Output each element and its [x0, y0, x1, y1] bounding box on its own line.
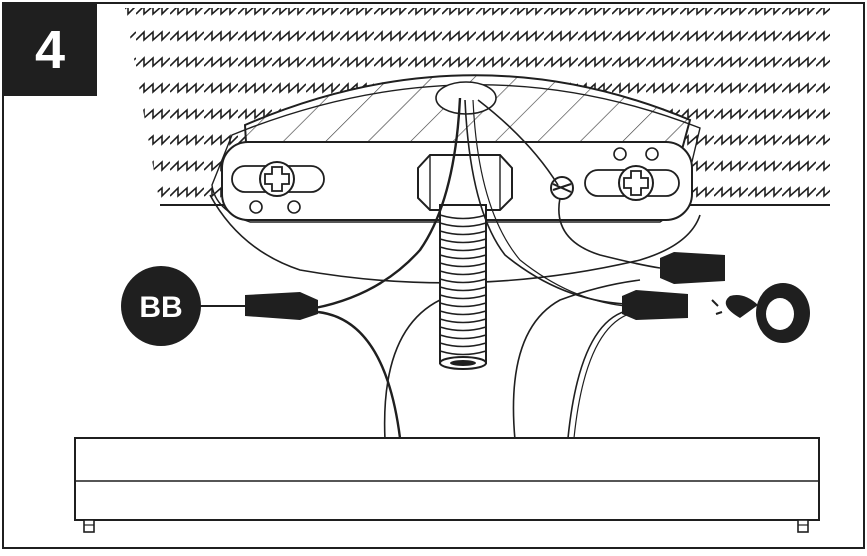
wire-nut-icon	[195, 292, 318, 320]
callout-bb: BB	[121, 266, 201, 346]
nipple-icon	[439, 204, 487, 370]
wire-nut-icon	[622, 290, 688, 320]
thread-line	[439, 230, 487, 236]
thread-line	[439, 246, 487, 252]
thread-line	[439, 262, 487, 268]
screw-icon	[618, 165, 654, 201]
arm-left-edge	[383, 299, 441, 441]
wires	[314, 97, 661, 439]
electrical-tape-icon	[711, 283, 810, 343]
thread-line	[439, 350, 487, 356]
thread-line	[439, 254, 487, 260]
thread-line	[439, 214, 487, 220]
arm-right-edge	[512, 279, 641, 441]
thread-line	[439, 342, 487, 348]
thread-line	[439, 310, 487, 316]
thread-line	[439, 334, 487, 340]
fixture-foot-right	[797, 519, 809, 533]
thread-line	[439, 222, 487, 228]
hex-nut	[417, 154, 513, 211]
thread-line	[439, 270, 487, 276]
fixture-body	[74, 437, 820, 533]
thread-line	[439, 326, 487, 332]
thread-line	[439, 302, 487, 308]
frame-border	[2, 2, 865, 549]
thread-line	[439, 286, 487, 292]
thread-line	[439, 318, 487, 324]
step-number-badge: 4	[3, 3, 97, 96]
thread-line	[439, 238, 487, 244]
fixture-foot-left	[83, 519, 95, 533]
thread-line	[439, 294, 487, 300]
screw-icon	[259, 161, 295, 197]
thread-line	[439, 278, 487, 284]
wire-nut-icon	[660, 252, 725, 284]
callout-bb-label: BB	[139, 291, 182, 324]
